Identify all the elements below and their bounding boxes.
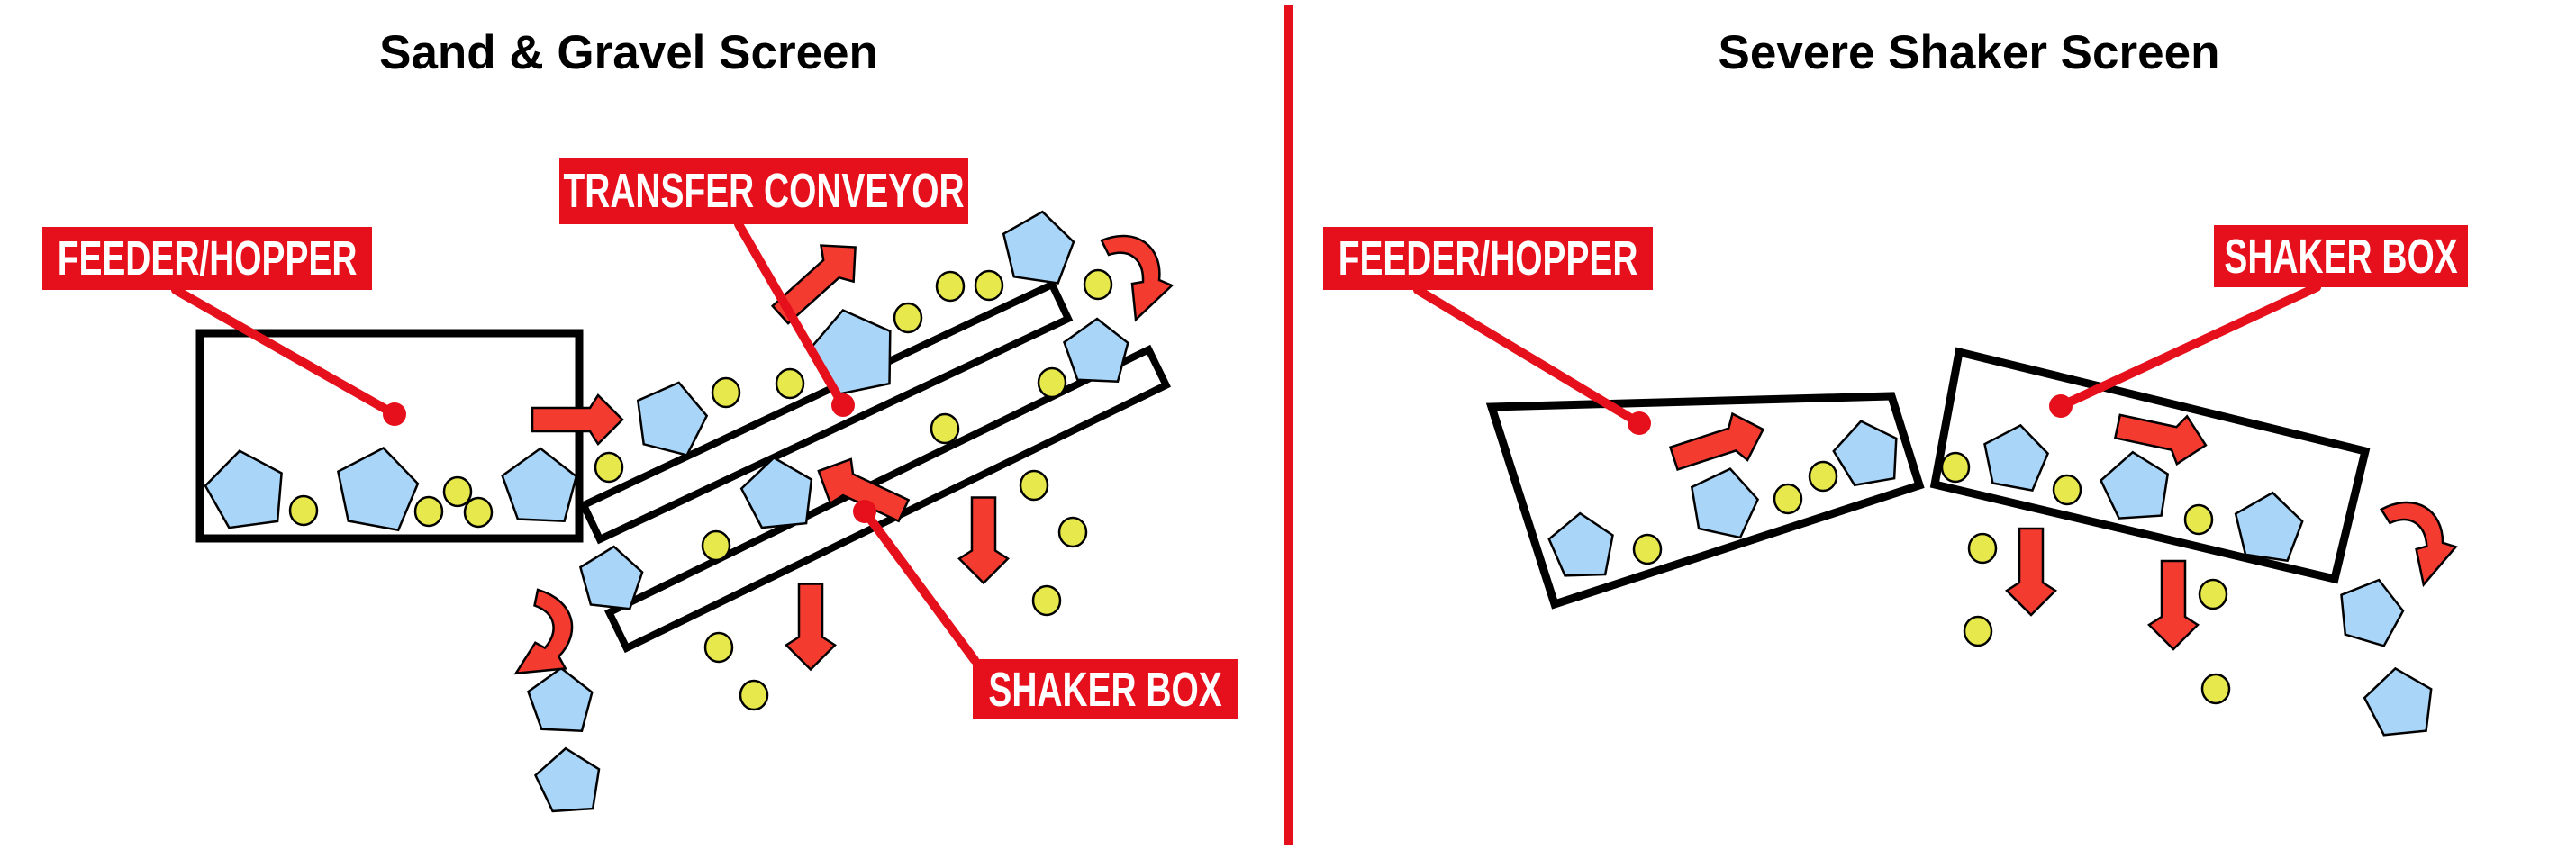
- sand-circle: [594, 451, 624, 484]
- sand-circle: [463, 496, 494, 529]
- label-feeder-hopper-left: FEEDER/HOPPER: [42, 227, 372, 290]
- label-text: SHAKER BOX: [2224, 229, 2458, 284]
- rock-pentagon: [2234, 491, 2304, 563]
- label-transfer-conveyor: TRANSFER CONVEYOR: [559, 158, 968, 224]
- sand-circle: [1632, 533, 1663, 565]
- sand-circle: [2200, 673, 2231, 705]
- transfer-conveyor-callout-dot: [831, 393, 855, 417]
- rock-pentagon: [1002, 210, 1075, 285]
- sand-circle: [893, 302, 923, 334]
- rock-pentagon: [1063, 317, 1129, 383]
- rock-pentagon: [636, 381, 709, 457]
- rock-pentagon: [336, 446, 420, 532]
- rock-pentagon: [807, 308, 892, 396]
- sand-circle: [288, 494, 319, 527]
- discharge-curved-arrow: [1100, 234, 1175, 322]
- transfer-conveyor-bar: [578, 279, 1074, 545]
- shaker-flow-arrow: [2113, 413, 2208, 466]
- sand-circle: [2052, 474, 2082, 506]
- discharge-curved-arrow: [2380, 501, 2458, 588]
- label-text: FEEDER/HOPPER: [57, 231, 358, 285]
- sand-circle: [1808, 460, 1838, 493]
- rock-pentagon: [2099, 450, 2170, 520]
- label-feeder-hopper-right: FEEDER/HOPPER: [1323, 227, 1653, 290]
- rock-pentagon: [1983, 423, 2050, 493]
- sand-circle: [775, 367, 805, 400]
- sand-circle: [701, 529, 731, 562]
- rock-pentagon: [2363, 666, 2433, 737]
- rock-pentagon: [1832, 420, 1898, 487]
- sand-circle: [1773, 483, 1803, 515]
- feed-right-arrow: [531, 393, 624, 446]
- feeder-hopper-right-callout: [1413, 285, 1644, 428]
- rock-pentagon: [204, 449, 283, 529]
- down-conveyor-arrow: [817, 457, 911, 523]
- rock-pentagon: [527, 666, 594, 732]
- falling-arrow: [2147, 559, 2200, 651]
- sand-circle: [1037, 366, 1067, 399]
- up-conveyor-arrow: [770, 244, 857, 325]
- sand-circle: [1057, 516, 1088, 548]
- rock-pentagon: [1547, 511, 1614, 577]
- sand-circle: [1083, 268, 1113, 301]
- rock-pentagon: [2340, 578, 2405, 647]
- rock-pentagon: [501, 447, 578, 522]
- discharge-curved-arrow: [513, 588, 574, 675]
- sand-circle: [1967, 532, 1998, 565]
- sand-circle: [2183, 503, 2214, 536]
- falling-arrow: [957, 496, 1010, 585]
- shaker-box-right-callout: [2056, 283, 2321, 411]
- shaker-box-right-callout-dot: [2049, 394, 2073, 418]
- rock-pentagon: [1690, 467, 1760, 539]
- feeder-hopper-left-callout-dot: [383, 402, 406, 426]
- label-shaker-box-left: SHAKER BOX: [973, 659, 1238, 719]
- transfer-conveyor-callout: [734, 220, 848, 410]
- sand-circle: [930, 412, 960, 445]
- right-panel-title: Severe Shaker Screen: [1718, 26, 2220, 79]
- rock-pentagon: [578, 545, 644, 610]
- rock-pentagon: [739, 456, 813, 529]
- sand-circle: [442, 475, 473, 508]
- falling-arrow: [785, 583, 837, 672]
- sand-circle: [703, 631, 734, 664]
- panel-divider-line: [1284, 5, 1293, 845]
- rock-pentagon: [533, 746, 601, 813]
- sand-circle: [739, 679, 769, 711]
- sand-circle: [1963, 615, 1993, 647]
- sand-circle: [974, 269, 1004, 302]
- feeder-hopper-left-callout: [171, 285, 399, 419]
- label-shaker-box-right: SHAKER BOX: [2214, 225, 2468, 287]
- sand-circle: [1940, 451, 1971, 484]
- sand-circle: [1031, 584, 1062, 617]
- sand-circle: [711, 376, 741, 409]
- feeder-hopper-right-callout-dot: [1628, 411, 1651, 435]
- left-panel-title: Sand & Gravel Screen: [379, 26, 878, 79]
- sand-circle: [1019, 469, 1049, 502]
- sand-circle: [413, 495, 444, 528]
- feed-right-arrow: [1668, 411, 1765, 472]
- falling-arrow: [2005, 527, 2057, 617]
- shaker-box-left-callout: [860, 507, 979, 665]
- label-text: FEEDER/HOPPER: [1338, 231, 1638, 285]
- sand-circle: [2198, 578, 2228, 610]
- shaker-box-left-callout-dot: [853, 500, 876, 523]
- label-text: TRANSFER CONVEYOR: [563, 164, 965, 218]
- sand-circle: [935, 270, 966, 303]
- label-text: SHAKER BOX: [988, 662, 1223, 717]
